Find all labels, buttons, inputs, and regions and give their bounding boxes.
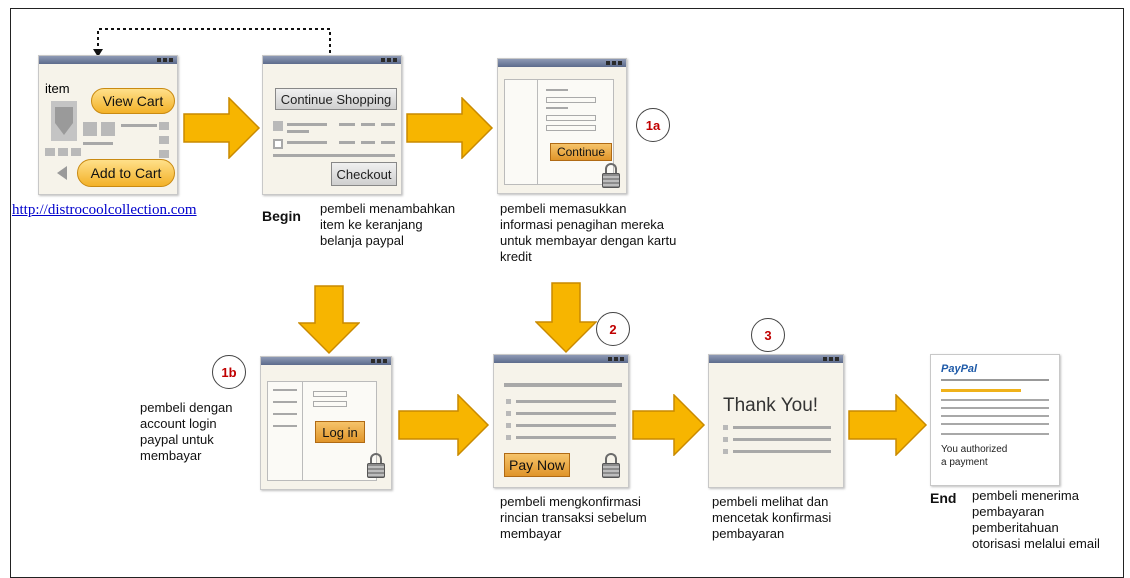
view-cart-button[interactable]: View Cart [91, 88, 175, 114]
paypal-logo: PayPal [941, 363, 978, 375]
end-label: End [930, 490, 957, 506]
flow-arrow-down [535, 282, 597, 354]
checkout-button[interactable]: Checkout [331, 162, 397, 186]
flow-arrow-right [848, 394, 928, 456]
flow-arrow-right [406, 97, 494, 159]
item-label: item [45, 81, 70, 96]
continue-button[interactable]: Continue [550, 143, 612, 161]
flow-arrow-right [398, 394, 490, 456]
step-badge-1a: 1a [636, 108, 670, 142]
add-to-cart-button[interactable]: Add to Cart [77, 159, 175, 187]
window-titlebar [494, 355, 628, 363]
billing-window: Continue [497, 58, 627, 194]
back-arrow-icon [57, 166, 67, 180]
window-titlebar [498, 59, 626, 67]
loop-back-arrow [93, 28, 331, 59]
flow-arrow-right [183, 97, 261, 159]
window-titlebar [263, 56, 401, 64]
thank-you-window: Thank You! [708, 354, 844, 488]
pay-now-button[interactable]: Pay Now [504, 453, 570, 477]
flow-arrow-right [632, 394, 706, 456]
lock-icon [602, 453, 620, 479]
cart-window: Continue Shopping Checkout [262, 55, 402, 195]
flow-arrow-down [298, 285, 360, 355]
item-image-icon [51, 101, 77, 141]
thank-you-heading: Thank You! [723, 395, 819, 416]
login-window: Log in [260, 356, 392, 490]
step-badge-3: 3 [751, 318, 785, 352]
step-badge-1b: 1b [212, 355, 246, 389]
site-link[interactable]: http://distrocoolcollection.com [12, 202, 197, 218]
card-form-panel [504, 79, 614, 185]
window-titlebar [709, 355, 843, 363]
begin-label: Begin [262, 208, 301, 224]
lock-icon [367, 453, 385, 479]
review-window: Pay Now [493, 354, 629, 488]
continue-shopping-button[interactable]: Continue Shopping [275, 88, 397, 110]
login-button[interactable]: Log in [315, 421, 365, 443]
product-page-window: item View Cart Add to Cart [38, 55, 178, 195]
lock-icon [602, 163, 620, 189]
window-titlebar [261, 357, 391, 365]
window-titlebar [39, 56, 177, 64]
step-badge-2: 2 [596, 312, 630, 346]
